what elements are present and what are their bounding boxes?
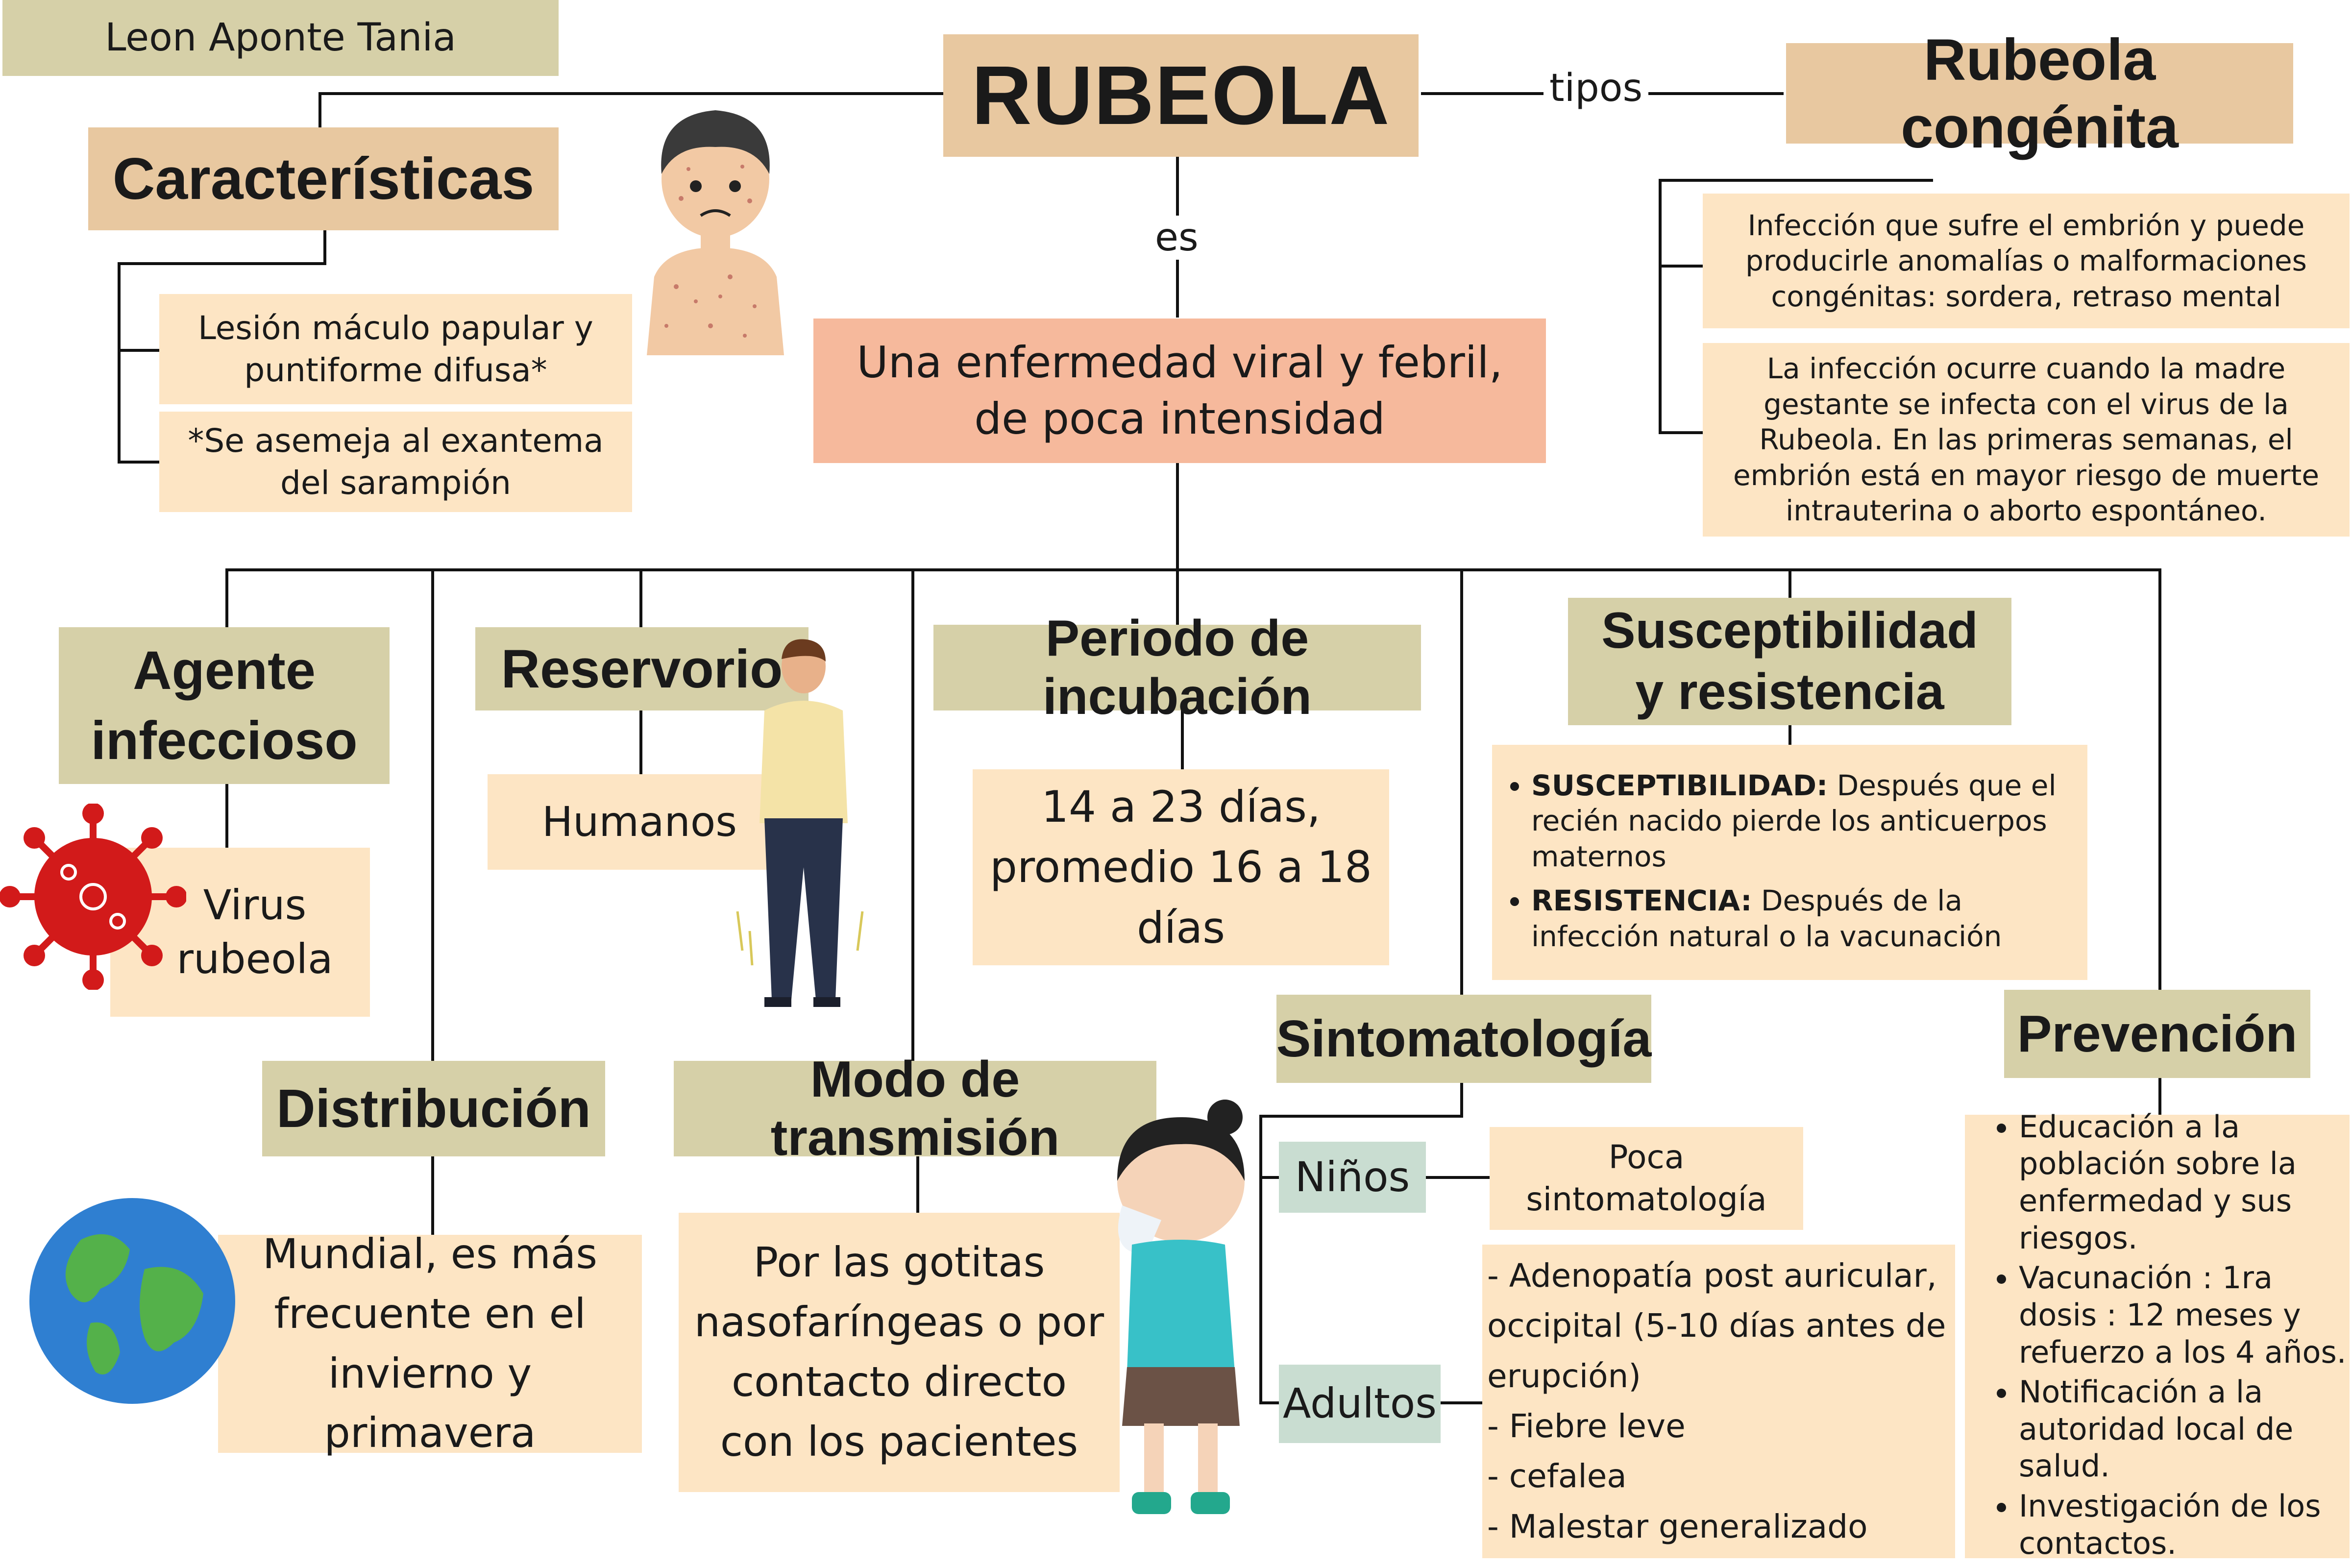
connector xyxy=(225,784,228,848)
symptom-item: - Malestar generalizado xyxy=(1487,1502,1950,1552)
incubacion-value: 14 a 23 días, promedio 16 a 18 días xyxy=(973,769,1389,965)
main-title: RUBEOLA xyxy=(943,34,1419,157)
caracteristicas-title: Características xyxy=(88,127,559,230)
man-illustration xyxy=(730,637,877,1009)
congenita-title: Rubeola congénita xyxy=(1786,43,2293,144)
prevencion-item: Notificación a la autoridad local de sal… xyxy=(2019,1373,2350,1485)
connector xyxy=(431,568,434,1063)
connector xyxy=(1176,463,1179,571)
sick-child-illustration xyxy=(632,100,799,355)
connector xyxy=(1426,1176,1490,1179)
adultos-symptoms: - Adenopatía post auricular, occipital (… xyxy=(1482,1245,1955,1558)
congenita-desc-1: Infección que sufre el embrión y puede p… xyxy=(1703,194,2350,328)
distribucion-title: Distribución xyxy=(262,1061,605,1156)
symptom-item: - Adenopatía post auricular, occipital (… xyxy=(1487,1251,1950,1401)
connector xyxy=(639,710,642,774)
prevencion-item: Vacunación : 1ra dosis : 12 meses y refu… xyxy=(2019,1259,2350,1371)
virus-icon xyxy=(0,804,186,990)
ninos-label: Niños xyxy=(1279,1142,1426,1213)
susceptibilidad-title: Susceptibilidad y resistencia xyxy=(1568,598,2011,725)
congenita-desc-2: La infección ocurre cuando la madre gest… xyxy=(1703,343,2350,537)
connector xyxy=(1659,265,1703,268)
susceptibilidad-content: SUSCEPTIBILIDAD: Después que el recién n… xyxy=(1492,745,2087,980)
prevencion-content: Educación a la población sobre la enferm… xyxy=(1965,1115,2350,1558)
connector xyxy=(118,262,326,265)
ninos-value: Poca sintomatología xyxy=(1490,1127,1803,1230)
link-label-es: es xyxy=(1149,216,1204,260)
adultos-label: Adultos xyxy=(1279,1365,1441,1443)
connector xyxy=(639,568,642,627)
distribucion-value: Mundial, es más frecuente en el invierno… xyxy=(218,1235,642,1453)
connector xyxy=(1788,725,1791,745)
author-label: Leon Aponte Tania xyxy=(2,0,559,76)
connector xyxy=(118,461,162,464)
connector xyxy=(1659,179,1933,182)
prevencion-item: Investigación de los contactos. xyxy=(2019,1488,2350,1562)
symptom-item: - cefalea xyxy=(1487,1451,1950,1501)
connector xyxy=(1259,1176,1279,1179)
connector xyxy=(1259,1115,1463,1118)
caracteristicas-item-1: Lesión máculo papular y puntiforme difus… xyxy=(159,294,632,404)
connector xyxy=(118,262,121,463)
caracteristicas-item-2: *Se asemeja al exantema del sarampión xyxy=(159,412,632,512)
link-label-tipos: tipos xyxy=(1544,66,1648,110)
connector xyxy=(1259,1401,1279,1404)
connector xyxy=(1788,568,1791,598)
connector xyxy=(2158,568,2161,990)
resistencia-item: RESISTENCIA: Después de la infección nat… xyxy=(1531,883,2078,954)
sintomatologia-title: Sintomatología xyxy=(1276,995,1651,1083)
prevencion-item: Educación a la población sobre la enferm… xyxy=(2019,1108,2350,1257)
connector xyxy=(225,568,2161,571)
connector xyxy=(1460,1078,1463,1117)
symptom-item: - Fiebre leve xyxy=(1487,1401,1950,1451)
connector xyxy=(318,92,946,95)
globe-icon xyxy=(27,1196,238,1406)
connector xyxy=(911,568,914,1063)
connector xyxy=(431,1156,434,1235)
susceptibilidad-item: SUSCEPTIBILIDAD: Después que el recién n… xyxy=(1531,768,2078,875)
agente-title: Agente infeccioso xyxy=(59,627,390,784)
girl-sneezing-illustration xyxy=(1078,1098,1254,1524)
connector xyxy=(1659,179,1662,434)
connector xyxy=(225,568,228,627)
connector xyxy=(1460,568,1463,995)
connector xyxy=(318,92,321,129)
transmision-value: Por las gotitas nasofaríngeas o por cont… xyxy=(679,1213,1120,1492)
connector xyxy=(323,230,326,265)
connector xyxy=(1659,431,1703,434)
connector xyxy=(1259,1115,1262,1404)
prevencion-title: Prevención xyxy=(2004,990,2310,1078)
connector xyxy=(118,349,162,352)
definition-box: Una enfermedad viral y febril, de poca i… xyxy=(813,318,1546,463)
incubacion-title: Periodo de incubación xyxy=(933,625,1421,710)
